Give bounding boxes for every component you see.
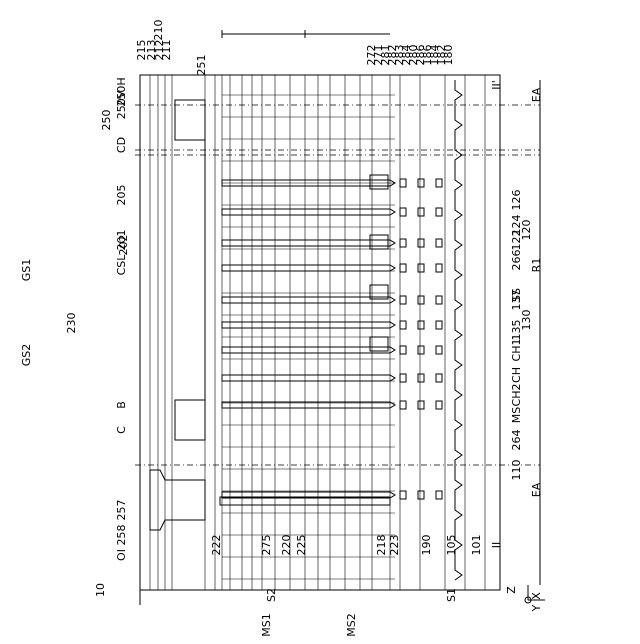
plug-box (370, 235, 388, 249)
layer-label: 220 (280, 535, 293, 556)
channel-contact (436, 374, 442, 382)
callout-label: CH2 (510, 384, 523, 407)
callout-label: R1 (530, 258, 543, 273)
callout-label: 205 (115, 185, 128, 206)
plug-box (370, 175, 388, 189)
callout-label: II (490, 542, 503, 549)
callout-label: B (115, 401, 128, 409)
figure-number: 10 (94, 583, 107, 597)
section-label: S1 (445, 588, 458, 602)
layer-label: 223 (388, 535, 401, 556)
axis-x-label: X (530, 592, 543, 600)
channel-contact (418, 374, 424, 382)
callout-label: CD (115, 137, 128, 153)
channel-contact (436, 239, 442, 247)
callout-label: OI (115, 549, 128, 561)
section-label: MS1 (260, 613, 273, 636)
callout-label: C (115, 426, 128, 434)
layer-label: 218 (375, 535, 388, 556)
layer-label: 275 (260, 535, 273, 556)
callout-label: CSL (115, 254, 128, 276)
layer-label: 225 (295, 535, 308, 556)
callout-label: 266 (510, 250, 523, 271)
callout-label: 251 (195, 55, 208, 76)
channel-contact (418, 346, 424, 354)
channel-contact (400, 296, 406, 304)
axis-y-label: Y (530, 604, 543, 612)
channel-contact (418, 321, 424, 329)
channel-contact (400, 264, 406, 272)
channel-contact (400, 239, 406, 247)
callout-label: 250 (100, 110, 113, 131)
callout-label: CH1 (510, 339, 523, 362)
callout-label: 257 (115, 500, 128, 521)
channel-contact (436, 296, 442, 304)
channel-structure (222, 209, 395, 215)
layer-label: 101 (470, 535, 483, 556)
channel-contact (436, 346, 442, 354)
callout-label: 126 (510, 190, 523, 211)
layer-label: 105 (445, 535, 458, 556)
channel-structure (222, 375, 395, 381)
channel-contact (400, 321, 406, 329)
channel-contact (418, 401, 424, 409)
layer-label: 222 (210, 535, 223, 556)
channel-contact (436, 179, 442, 187)
callout-label: 202 (117, 235, 130, 256)
channel-structure (222, 347, 395, 353)
layer-label: 210 (152, 20, 165, 41)
stack-label: GS1 (20, 259, 33, 282)
axis-z-label: Z (505, 586, 518, 594)
channel-contact (400, 208, 406, 216)
section-label: MS2 (345, 613, 358, 636)
callout-label: SS (510, 288, 523, 302)
callout-label: CH (510, 367, 523, 383)
stack-label: GS2 (20, 344, 33, 367)
channel-contact (418, 239, 424, 247)
callout-label: MS (510, 407, 523, 423)
channel-structure (222, 240, 395, 246)
channel-contact (436, 401, 442, 409)
callout-label: II' (490, 80, 503, 90)
callout-label: 130 (520, 310, 533, 331)
separation-cap-bottom (175, 400, 205, 440)
channel-contact (400, 401, 406, 409)
channel-structure (222, 297, 395, 303)
channel-contact (418, 179, 424, 187)
callout-label: 180 (442, 45, 455, 66)
channel-contact (436, 491, 442, 499)
channel-structure (222, 265, 395, 271)
layer-label: 190 (420, 535, 433, 556)
section-label: S2 (265, 588, 278, 602)
callout-label: 264 (510, 430, 523, 451)
callout-label: EA (530, 482, 543, 497)
callout-label: 110 (510, 460, 523, 481)
channel-contact (436, 321, 442, 329)
callout-label: EA (530, 87, 543, 102)
channel-contact (436, 264, 442, 272)
separation-cap-top (175, 100, 205, 140)
channel-contact (418, 208, 424, 216)
channel-contact (400, 346, 406, 354)
callout-label: 250H (115, 77, 128, 106)
channel-structure (222, 322, 395, 328)
channel-contact (418, 264, 424, 272)
callout-label: 120 (520, 220, 533, 241)
channel-contact (400, 374, 406, 382)
plug-box (370, 337, 388, 351)
layer-label: 211 (160, 40, 173, 61)
channel-contact (418, 296, 424, 304)
channel-contact (436, 208, 442, 216)
channel-contact (400, 179, 406, 187)
channel-contact (418, 491, 424, 499)
stack-label: 230 (65, 313, 78, 334)
channel-contact (400, 491, 406, 499)
callout-label: 258 (115, 525, 128, 546)
